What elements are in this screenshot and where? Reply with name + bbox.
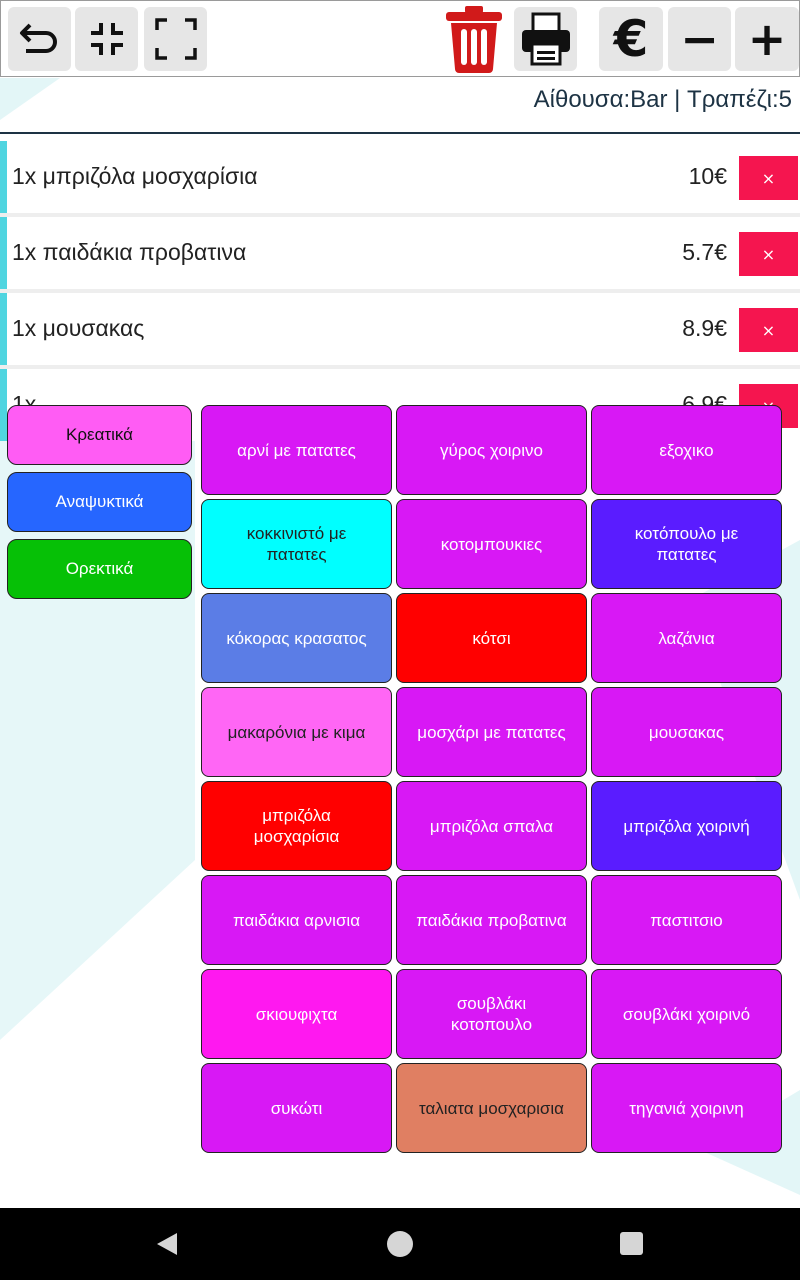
product-button[interactable]: κόκορας κρασατος xyxy=(201,593,392,683)
exit-fullscreen-button[interactable] xyxy=(75,7,138,71)
system-navigation-bar xyxy=(0,1208,800,1280)
printer-icon xyxy=(521,12,570,66)
fullscreen-button[interactable] xyxy=(144,7,207,71)
order-item[interactable]: 1x μουσακας 8.9€ × xyxy=(0,293,800,365)
order-list[interactable]: 1x μπριζόλα μοσχαρίσια 10€ × 1x παιδάκια… xyxy=(0,141,800,441)
euro-icon: € xyxy=(613,10,649,68)
remove-item-button[interactable]: × xyxy=(739,156,798,200)
product-button[interactable]: συκώτι xyxy=(201,1063,392,1153)
top-toolbar: € − + xyxy=(0,0,800,77)
order-item-name: 1x παιδάκια προβατινα xyxy=(12,239,247,265)
order-item-price: 5.7€ xyxy=(682,239,727,265)
delete-order-button[interactable] xyxy=(441,6,507,73)
order-item-price: 8.9€ xyxy=(682,315,727,341)
header-divider xyxy=(0,132,800,134)
product-button[interactable]: κοτομπουκιες xyxy=(396,499,587,589)
product-button[interactable]: παιδάκια προβατινα xyxy=(396,875,587,965)
order-item-price: 10€ xyxy=(688,163,727,189)
product-button[interactable]: σουβλάκι κοτοπουλο xyxy=(396,969,587,1059)
product-button[interactable]: ταλιατα μοσχαρισια xyxy=(396,1063,587,1153)
order-item-name: 1x μπριζόλα μοσχαρίσια xyxy=(12,163,258,189)
undo-button[interactable] xyxy=(8,7,71,71)
undo-icon xyxy=(19,23,57,53)
product-button[interactable]: μπριζόλα μοσχαρίσια xyxy=(201,781,392,871)
category-soft-drinks[interactable]: Αναψυκτικά xyxy=(7,472,192,532)
product-button[interactable]: μπριζόλα σπαλα xyxy=(396,781,587,871)
order-item[interactable]: 1x παιδάκια προβατινα 5.7€ × xyxy=(0,217,800,289)
product-button[interactable]: κοκκινιστό με πατατες xyxy=(201,499,392,589)
category-meats[interactable]: Κρεατικά xyxy=(7,405,192,465)
minus-icon: − xyxy=(680,12,719,66)
decrease-button[interactable]: − xyxy=(668,7,731,71)
shrink-icon xyxy=(90,23,123,55)
product-button[interactable]: εξοχικο xyxy=(591,405,782,495)
remove-item-button[interactable]: × xyxy=(739,308,798,352)
location-label: Αίθουσα:Bar | Τραπέζι:5 xyxy=(533,86,792,113)
fullscreen-icon xyxy=(154,18,197,60)
product-button[interactable]: μπριζόλα χοιρινή xyxy=(591,781,782,871)
recents-icon[interactable] xyxy=(620,1232,643,1255)
product-button[interactable]: τηγανιά χοιρινη xyxy=(591,1063,782,1153)
product-button[interactable]: μουσακας xyxy=(591,687,782,777)
order-divider xyxy=(0,289,800,293)
increase-button[interactable]: + xyxy=(735,7,799,71)
payment-button[interactable]: € xyxy=(599,7,663,71)
product-button[interactable]: μοσχάρι με πατατες xyxy=(396,687,587,777)
trash-icon xyxy=(446,6,502,73)
order-item-name: 1x μουσακας xyxy=(12,315,145,341)
back-icon[interactable] xyxy=(155,1231,179,1257)
order-divider xyxy=(0,365,800,369)
product-button[interactable]: παστιτσιο xyxy=(591,875,782,965)
product-button[interactable]: κότσι xyxy=(396,593,587,683)
print-button[interactable] xyxy=(514,7,577,71)
product-button[interactable]: γύρος χοιρινο xyxy=(396,405,587,495)
order-divider xyxy=(0,213,800,217)
remove-item-button[interactable]: × xyxy=(739,232,798,276)
product-button[interactable]: σκιουφιχτα xyxy=(201,969,392,1059)
category-appetizers[interactable]: Ορεκτικά xyxy=(7,539,192,599)
product-button[interactable]: σουβλάκι χοιρινό xyxy=(591,969,782,1059)
product-button[interactable]: αρνί με πατατες xyxy=(201,405,392,495)
home-icon[interactable] xyxy=(387,1231,413,1257)
plus-icon: + xyxy=(747,12,787,66)
product-button[interactable]: μακαρόνια με κιμα xyxy=(201,687,392,777)
order-item[interactable]: 1x μπριζόλα μοσχαρίσια 10€ × xyxy=(0,141,800,213)
product-button[interactable]: παιδάκια αρνισια xyxy=(201,875,392,965)
product-button[interactable]: λαζάνια xyxy=(591,593,782,683)
product-button[interactable]: κοτόπουλο με πατατες xyxy=(591,499,782,589)
